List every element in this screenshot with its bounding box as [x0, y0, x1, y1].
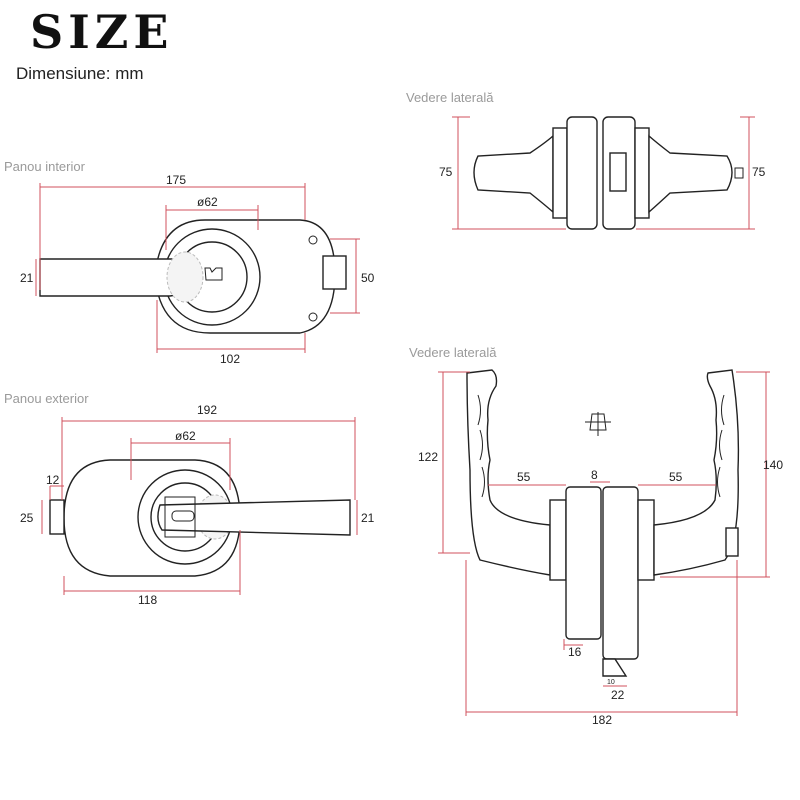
side-bottom-span-left-dim: 55 — [517, 470, 531, 484]
side-view-top: Vedere laterală 75 75 — [406, 90, 766, 230]
side-view-bottom: Vedere laterală 122 140 55 8 55 16 — [409, 345, 783, 727]
side-bottom-right-plate — [602, 486, 639, 660]
side-bottom-total-dim: 182 — [592, 713, 612, 727]
interior-lever-handle — [39, 258, 187, 297]
side-bottom-right-lever — [653, 369, 740, 576]
exterior-left-dim: 12 — [46, 473, 60, 487]
side-top-latch-window — [609, 152, 627, 192]
key-icon — [585, 412, 611, 436]
interior-view-label: Panou interior — [4, 159, 86, 174]
interior-latch-block — [322, 255, 347, 290]
exterior-diameter-dim: ø62 — [175, 429, 196, 443]
exterior-latch-block — [49, 499, 65, 535]
exterior-length-dim: 192 — [197, 403, 217, 417]
exterior-lever-handle — [157, 499, 351, 536]
side-bottom-right-rose — [637, 499, 655, 581]
side-top-view-label: Vedere laterală — [406, 90, 494, 105]
exterior-view-label: Panou exterior — [4, 391, 89, 406]
interior-screw-bottom — [308, 312, 318, 322]
exterior-thumb-turn — [171, 510, 195, 522]
page-title: SIZE — [30, 5, 174, 59]
exterior-key-plate — [164, 496, 196, 538]
exterior-panel-view: Panou exterior 192 ø62 12 25 21 118 — [4, 391, 375, 607]
side-bottom-left-lever — [466, 369, 551, 576]
side-top-left-dim: 75 — [439, 165, 453, 179]
page-subtitle: Dimensiune: mm — [16, 64, 144, 83]
side-bottom-plate-dim: 16 — [568, 645, 582, 659]
side-bottom-latch-bolt — [602, 658, 628, 677]
side-bottom-gap-dim: 8 — [591, 468, 598, 482]
side-bottom-latch-dim: 22 — [611, 688, 625, 702]
side-top-left-knob — [473, 134, 554, 214]
side-bottom-latch-small-dim: 10 — [607, 679, 615, 686]
interior-height-dim: 50 — [361, 271, 375, 285]
side-bottom-height-right-dim: 140 — [763, 458, 783, 472]
side-bottom-left-plate — [565, 486, 602, 640]
side-bottom-left-grip — [477, 394, 485, 498]
exterior-handle-dim: 21 — [361, 511, 375, 525]
interior-base-dim: 102 — [220, 352, 240, 366]
side-top-right-knob — [648, 134, 733, 214]
side-bottom-view-label: Vedere laterală — [409, 345, 497, 360]
side-top-right-dim: 75 — [752, 165, 766, 179]
exterior-base-dim: 118 — [138, 593, 157, 607]
exterior-height-dim: 25 — [20, 511, 34, 525]
interior-screw-top — [308, 235, 318, 245]
side-bottom-height-left-dim: 122 — [418, 450, 438, 464]
side-bottom-latch-tab — [725, 527, 739, 557]
side-top-left-plate — [566, 116, 598, 230]
side-top-latch-tip — [734, 167, 744, 179]
interior-length-dim: 175 — [166, 173, 186, 187]
interior-diameter-dim: ø62 — [197, 195, 218, 209]
side-top-left-rose — [552, 127, 568, 219]
side-bottom-span-right-dim: 55 — [669, 470, 683, 484]
interior-handle-dim: 21 — [20, 271, 34, 285]
interior-key-cylinder — [204, 267, 223, 281]
interior-hub-hatch — [166, 251, 204, 303]
side-bottom-left-rose — [549, 499, 567, 581]
side-top-right-rose — [634, 127, 650, 219]
side-bottom-right-grip — [717, 394, 725, 498]
interior-panel-view: Panou interior 175 ø62 21 50 102 — [4, 159, 375, 366]
